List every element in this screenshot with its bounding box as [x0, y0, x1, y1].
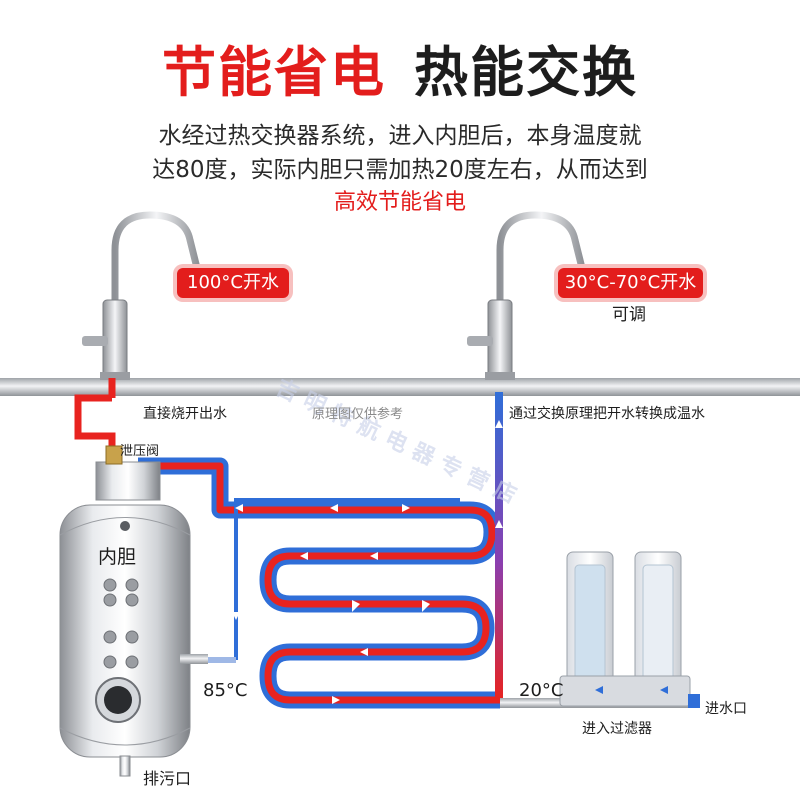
tank-label: 内胆 — [98, 546, 137, 568]
water-inlet-label: 进水口 — [705, 701, 747, 717]
warm-pipe-to-faucet — [495, 392, 503, 700]
flow-arrows — [108, 410, 503, 704]
hot-pipe-to-exchanger — [138, 457, 501, 709]
right-faucet — [467, 211, 587, 380]
boiling-out-label: 直接烧开出水 — [143, 406, 227, 422]
warm-water-badge: 30°C-70°C开水 — [558, 268, 703, 298]
convert-label: 通过交换原理把开水转换成温水 — [509, 406, 705, 422]
relief-valve-label: 泄压阀 — [120, 444, 160, 459]
description-line2: 达80度，实际内胆只需加热20度左右，从而达到 — [152, 157, 648, 183]
diagram-note: 原理图仅供参考 — [312, 407, 404, 422]
title-part2: 热能交换 — [414, 41, 638, 104]
hot-pipe-to-faucet — [74, 394, 116, 462]
drain-label: 排污口 — [143, 769, 192, 788]
water-filter — [559, 551, 700, 708]
description-line1: 水经过热交换器系统，进入内胆后，本身温度就 — [158, 123, 642, 149]
description-highlight: 高效节能省电 — [333, 190, 466, 215]
into-filter-label: 进入过滤器 — [582, 721, 652, 737]
page-title: 节能省电热能交换 — [0, 28, 800, 107]
temp-85-label: 85°C — [203, 680, 248, 701]
boiling-water-badge: 100°C开水 — [177, 268, 289, 298]
inner-tank — [59, 445, 208, 777]
adjustable-note: 可调 — [612, 305, 646, 325]
cold-return-pipe — [234, 498, 460, 660]
counter-pipe — [0, 378, 800, 396]
temp-20-label: 20°C — [519, 680, 564, 701]
title-part1: 节能省电 — [162, 41, 386, 104]
